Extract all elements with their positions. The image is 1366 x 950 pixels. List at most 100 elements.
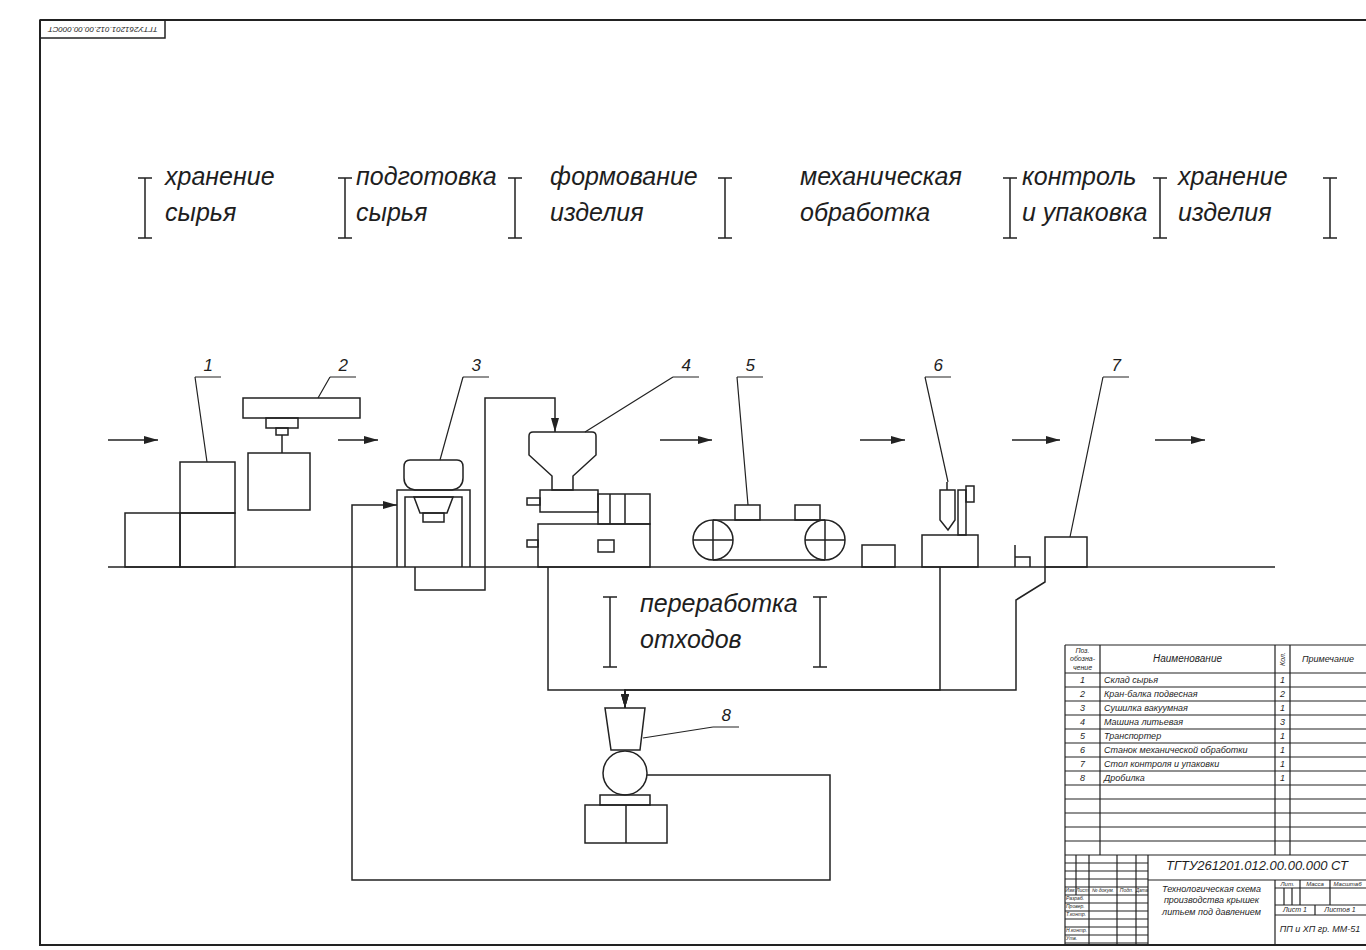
crusher-symbol — [600, 795, 650, 805]
equipment-item: 5 — [693, 505, 845, 567]
crusher-symbol — [605, 708, 645, 750]
crane-symbol — [281, 435, 283, 453]
stage-bracket — [138, 178, 1337, 238]
table-cell: Поз. обозна- чение — [1066, 647, 1099, 672]
injection-machine-symbol — [598, 494, 650, 524]
drawing-frame — [40, 20, 1366, 945]
inspection-table-symbol — [1045, 537, 1087, 567]
conveyor-symbol — [735, 505, 760, 520]
stage-label: формование изделия — [550, 158, 718, 231]
flow-arrow — [1155, 439, 1205, 441]
conveyor-symbol — [862, 545, 895, 567]
table-cell: 7 — [1065, 759, 1100, 769]
leader-line — [195, 377, 1129, 738]
table-cell: Стол контроля и упаковки — [1104, 759, 1273, 769]
table-grid — [1065, 645, 1366, 855]
title-block-cell: ПП и ХП гр. ММ-51 — [1275, 924, 1365, 934]
flow-arrow — [338, 439, 378, 441]
callout-number: 1 — [204, 357, 213, 376]
machine-tool-symbol — [922, 482, 978, 567]
table-cell: Сушилка вакуумная — [1104, 703, 1273, 713]
flow-arrow — [108, 439, 1205, 441]
flow-connector — [352, 505, 830, 880]
table-cell: 1 — [1275, 703, 1290, 713]
stage-label: переработка отходов — [640, 585, 815, 658]
title-block-cell: Технологическая схема производства крыше… — [1150, 884, 1273, 918]
equipment-item: 7 — [1012, 537, 1087, 567]
equipment-item: 2 — [243, 398, 360, 510]
table-cell: 1 — [1065, 675, 1100, 685]
table-cell: Склад сырья — [1104, 675, 1273, 685]
table-cell: 3 — [1065, 703, 1100, 713]
title-block-cell: Лист 1 — [1275, 906, 1315, 914]
injection-machine-symbol — [527, 540, 538, 547]
inspection-table-symbol — [1015, 537, 1087, 567]
stage-label: подготовка сырья — [356, 158, 508, 231]
injection-machine-symbol — [527, 432, 650, 567]
table-cell: Станок механической обработки — [1104, 745, 1273, 755]
crane-symbol — [243, 398, 360, 418]
flow-connector — [415, 398, 555, 590]
injection-machine-symbol — [598, 540, 614, 552]
floor-line — [108, 566, 1275, 568]
title-block-cell: Дата — [1136, 888, 1148, 893]
machine-tool-symbol — [922, 535, 978, 567]
crane-symbol — [243, 398, 360, 510]
conveyor-symbol — [693, 505, 895, 567]
flow-connector — [625, 567, 1045, 708]
title-block-cell: Лист — [1076, 888, 1089, 894]
table-cell: 6 — [1065, 745, 1100, 755]
machine-tool-symbol — [966, 486, 974, 502]
stage-label: хранение изделия — [1178, 158, 1323, 231]
table-cell: Кран-балка подвесная — [1104, 689, 1273, 699]
title-block-cell: Т.контр. — [1066, 912, 1088, 918]
dryer-symbol — [414, 497, 453, 513]
callout-number: 2 — [339, 357, 348, 376]
warehouse-symbol — [180, 513, 235, 567]
table-cell: 1 — [1275, 731, 1290, 741]
injection-machine-symbol — [529, 432, 596, 490]
table-grid — [1065, 645, 1366, 945]
table-cell: Машина литьевая — [1104, 717, 1273, 727]
injection-machine-symbol — [540, 490, 598, 512]
dryer-symbol — [423, 513, 444, 522]
table-cell: 1 — [1275, 745, 1290, 755]
equipment-item: 1 — [125, 462, 235, 567]
conveyor-symbol — [795, 505, 820, 520]
dryer-symbol — [404, 460, 463, 490]
stage-label: контроль и упаковка — [1022, 158, 1156, 231]
title-block-cell: Изм. — [1065, 888, 1076, 894]
equipment-item: 6 — [922, 482, 978, 567]
injection-machine-symbol — [610, 494, 625, 524]
callout-number: 3 — [472, 357, 481, 376]
crane-symbol — [266, 418, 298, 428]
table-cell: 4 — [1065, 717, 1100, 727]
title-block-cell: Подп. — [1117, 888, 1136, 894]
floor-line — [108, 566, 1275, 568]
injection-machine-symbol — [538, 524, 650, 567]
table-grid — [1065, 645, 1290, 945]
crusher-symbol — [585, 708, 667, 843]
crane-symbol — [248, 453, 310, 510]
machine-tool-symbol — [940, 490, 955, 530]
dryer-symbol — [397, 490, 470, 567]
equipment-item: 4 — [527, 432, 650, 567]
flow-arrow — [660, 439, 712, 441]
table-cell: 1 — [1275, 675, 1290, 685]
table-cell: Кол. — [1278, 652, 1286, 666]
callout-number: 6 — [934, 357, 943, 376]
flow-connector — [548, 567, 625, 708]
stage-bracket — [138, 178, 1337, 667]
flow-arrow — [108, 439, 158, 441]
table-cell: 2 — [1065, 689, 1100, 699]
equipment-item: 3 — [397, 460, 470, 567]
callout-number: 4 — [682, 357, 691, 376]
table-grid — [1148, 880, 1366, 945]
table-cell: 1 — [1275, 759, 1290, 769]
table-cell: Транспортер — [1104, 731, 1273, 741]
stage-label: хранение сырья — [165, 158, 325, 231]
title-block-cell: Н.контр. — [1066, 928, 1088, 934]
table-cell: Наименование — [1100, 653, 1275, 665]
